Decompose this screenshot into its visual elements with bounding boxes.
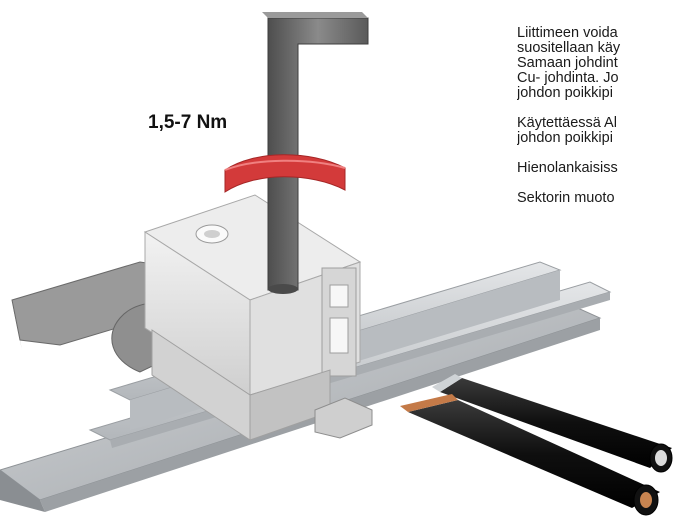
cable-aluminium: [432, 374, 673, 473]
text-line: Sektorin muoto: [517, 190, 615, 206]
text-line: Käytettäessä Al: [517, 115, 617, 131]
terminal-block: [143, 194, 373, 441]
text-line: Cu- johdinta. Jo: [517, 70, 619, 86]
torque-label: 1,5-7 Nm: [148, 112, 228, 133]
rotation-arrow: [224, 154, 346, 193]
text-line: johdon poikkipi: [517, 85, 613, 101]
text-line: Liittimeen voida: [517, 26, 618, 41]
text-line: Hienolankaisiss: [517, 160, 618, 176]
text-block: Sektorin muoto: [517, 191, 675, 206]
text-block: Hienolankaisiss: [517, 161, 675, 176]
text-line: suositellaan käy: [517, 40, 621, 56]
hex-key: [262, 12, 369, 294]
text-block: Käytettäessä Al johdon poikkipi: [517, 116, 675, 146]
text-block: Liittimeen voida suositellaan käy Samaan…: [517, 26, 675, 101]
cable-copper: [400, 394, 660, 516]
text-line: Samaan johdint: [517, 55, 618, 71]
text-line: johdon poikkipi: [517, 130, 613, 146]
instruction-text: Liittimeen voida suositellaan käy Samaan…: [517, 26, 675, 296]
